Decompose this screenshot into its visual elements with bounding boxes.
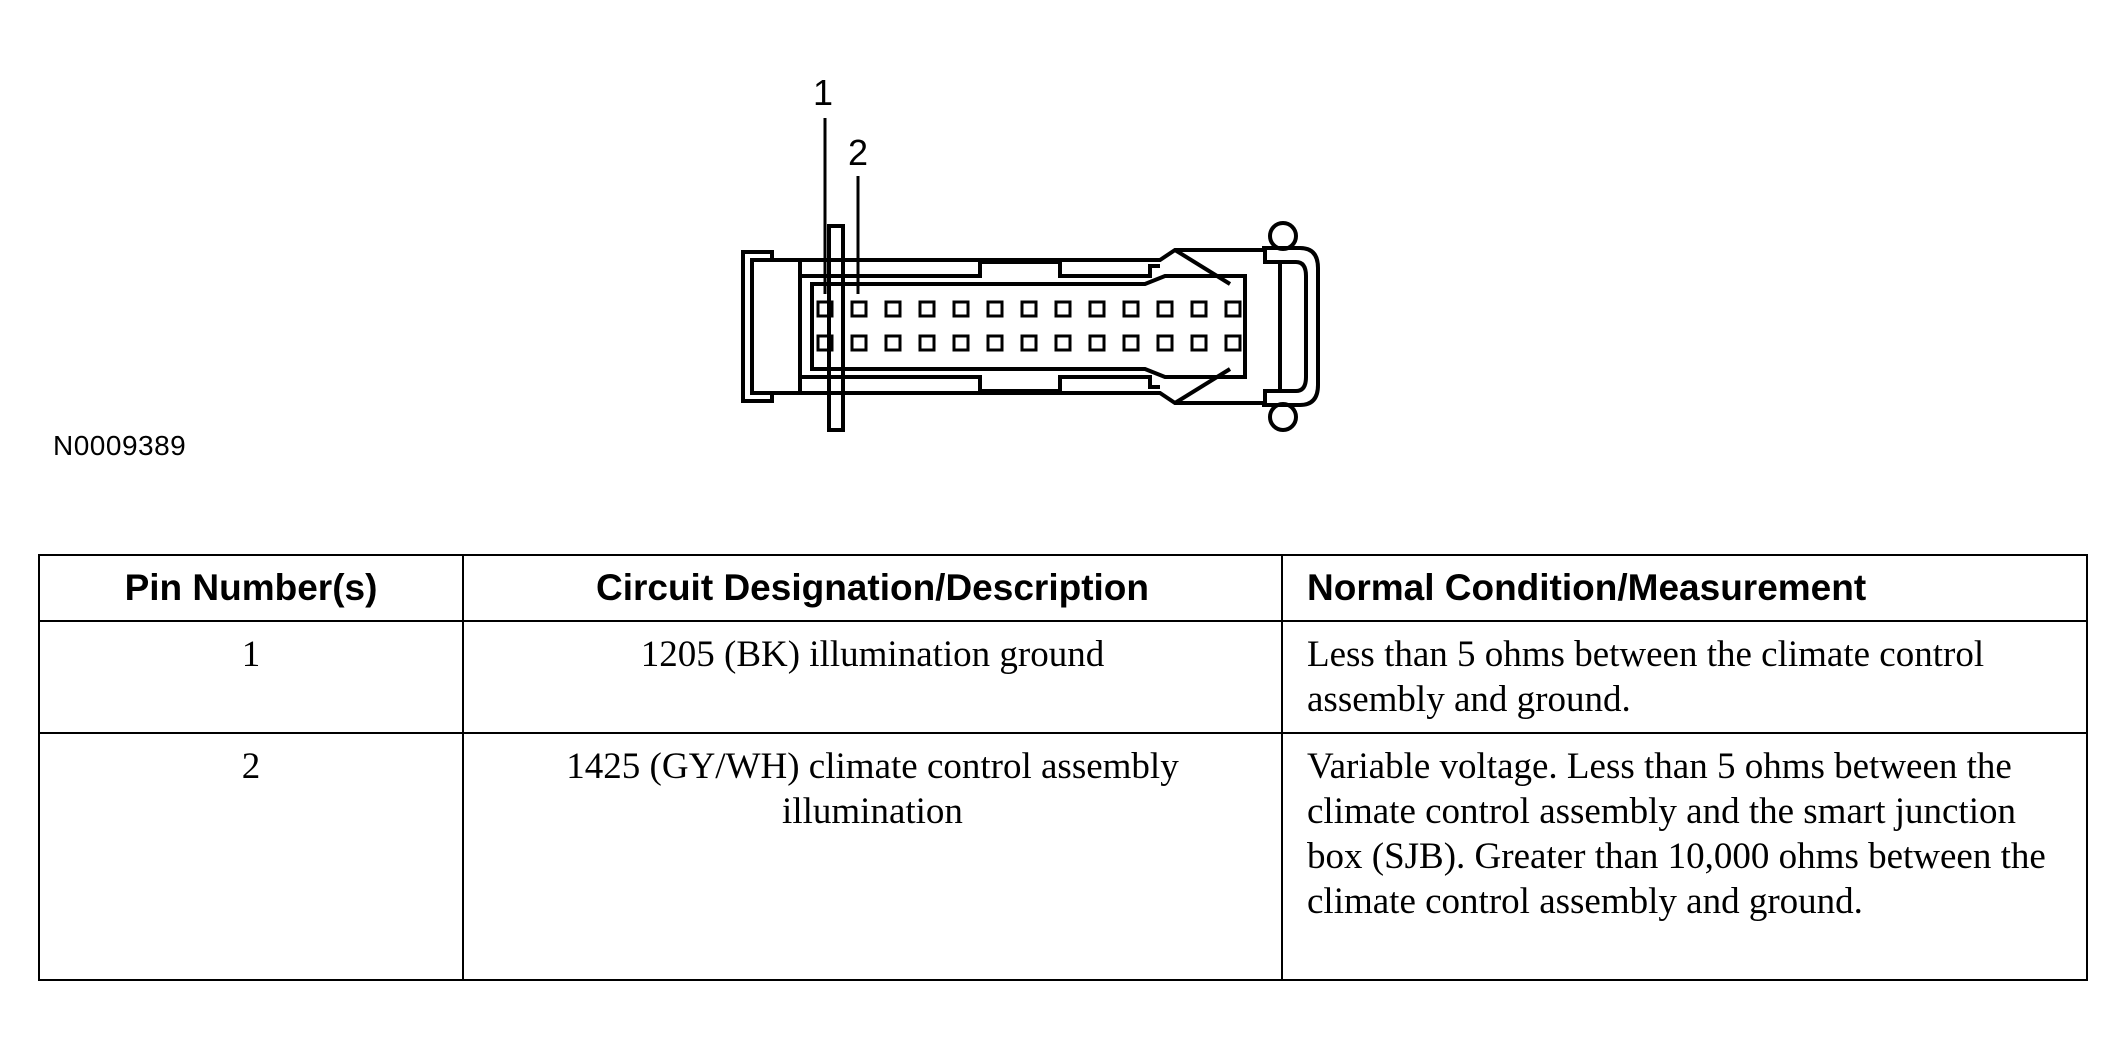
pin-cavity xyxy=(1190,334,1208,352)
cell-circuit: 1205 (BK) illumination ground xyxy=(462,620,1283,734)
table-row: 2 1425 (GY/WH) climate control assembly … xyxy=(38,732,2088,981)
connector-diagram: 1 2 xyxy=(741,72,1320,432)
figure-id: N0009389 xyxy=(53,430,187,461)
table-header-row: Pin Number(s) Circuit Designation/Descri… xyxy=(38,554,2088,622)
pin-cavity xyxy=(986,334,1004,352)
callout-2-label: 2 xyxy=(848,132,868,173)
connector-inner-cavity xyxy=(810,274,1247,379)
pin-cavity xyxy=(1122,334,1140,352)
pin-cavity xyxy=(884,300,902,318)
pin-cavities xyxy=(816,300,1242,352)
pin-table: Pin Number(s) Circuit Designation/Descri… xyxy=(38,554,2088,981)
connector-taper-bottom xyxy=(1173,367,1232,405)
pin-cavity xyxy=(1156,334,1174,352)
cell-condition: Variable voltage. Less than 5 ohms betwe… xyxy=(1281,732,2088,981)
pin-cavity xyxy=(816,300,834,318)
connector-body-outline xyxy=(800,248,1282,405)
pin-cavity xyxy=(850,300,868,318)
pin-cavity xyxy=(918,300,936,318)
pin-cavity xyxy=(1020,334,1038,352)
pin-cavity xyxy=(816,334,834,352)
cell-circuit: 1425 (GY/WH) climate control assembly il… xyxy=(462,732,1283,981)
pin-cavity xyxy=(1190,300,1208,318)
pin-cavity xyxy=(884,334,902,352)
header-pin-numbers: Pin Number(s) xyxy=(38,554,464,622)
pin-cavity xyxy=(1020,300,1038,318)
pin-cavity xyxy=(1224,334,1242,352)
pin-cavity xyxy=(1054,334,1072,352)
pin-cavity xyxy=(850,334,868,352)
pin-cavity xyxy=(986,300,1004,318)
header-normal-condition: Normal Condition/Measurement xyxy=(1281,554,2088,622)
connector-taper-top xyxy=(1173,248,1232,286)
connector-left-body xyxy=(772,258,802,395)
pin-cavity xyxy=(952,334,970,352)
pin-cavity xyxy=(1054,300,1072,318)
connector-right-cap-inner xyxy=(1280,260,1308,393)
connector-left-clip xyxy=(741,250,774,403)
cell-pin: 2 xyxy=(38,732,464,981)
pin-cavity xyxy=(1122,300,1140,318)
pin-cavity xyxy=(918,334,936,352)
connector-right-cap xyxy=(1262,246,1320,407)
pin-cavity xyxy=(1088,334,1106,352)
connector-locking-tab xyxy=(827,224,845,432)
pin-cavity xyxy=(952,300,970,318)
connector-latch-top xyxy=(1268,221,1298,251)
pin-cavity xyxy=(1156,300,1174,318)
pin-cavity xyxy=(1088,300,1106,318)
header-circuit-designation: Circuit Designation/Description xyxy=(462,554,1283,622)
connector-top-ribs xyxy=(800,260,1160,278)
table-row: 1 1205 (BK) illumination ground Less tha… xyxy=(38,620,2088,734)
cell-condition: Less than 5 ohms between the climate con… xyxy=(1281,620,2088,734)
pin-cavity xyxy=(1224,300,1242,318)
callout-1-label: 1 xyxy=(813,72,833,113)
cell-pin: 1 xyxy=(38,620,464,734)
connector-bottom-ribs xyxy=(800,375,1160,393)
connector-latch-bottom xyxy=(1268,402,1298,432)
